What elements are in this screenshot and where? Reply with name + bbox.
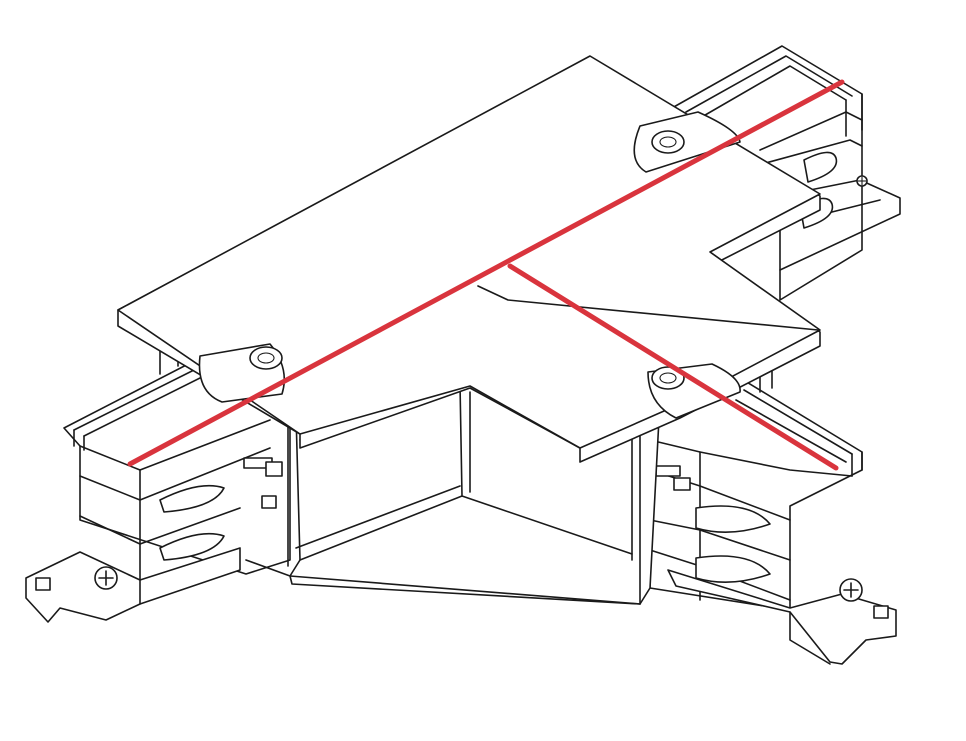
screw-head-icon bbox=[856, 175, 868, 187]
main-circuit-line bbox=[127, 79, 845, 467]
branch-circuit-line bbox=[507, 263, 839, 471]
mounting-hole-icon bbox=[651, 366, 685, 390]
screw-head-icon bbox=[94, 566, 118, 590]
track-arm-lower-right bbox=[649, 377, 897, 665]
mounting-hole-icon bbox=[249, 346, 283, 370]
track-arm-left bbox=[25, 359, 291, 623]
screw-head-icon bbox=[839, 578, 863, 602]
circuit-markers bbox=[127, 79, 845, 471]
mounting-hole-icon bbox=[651, 130, 685, 154]
